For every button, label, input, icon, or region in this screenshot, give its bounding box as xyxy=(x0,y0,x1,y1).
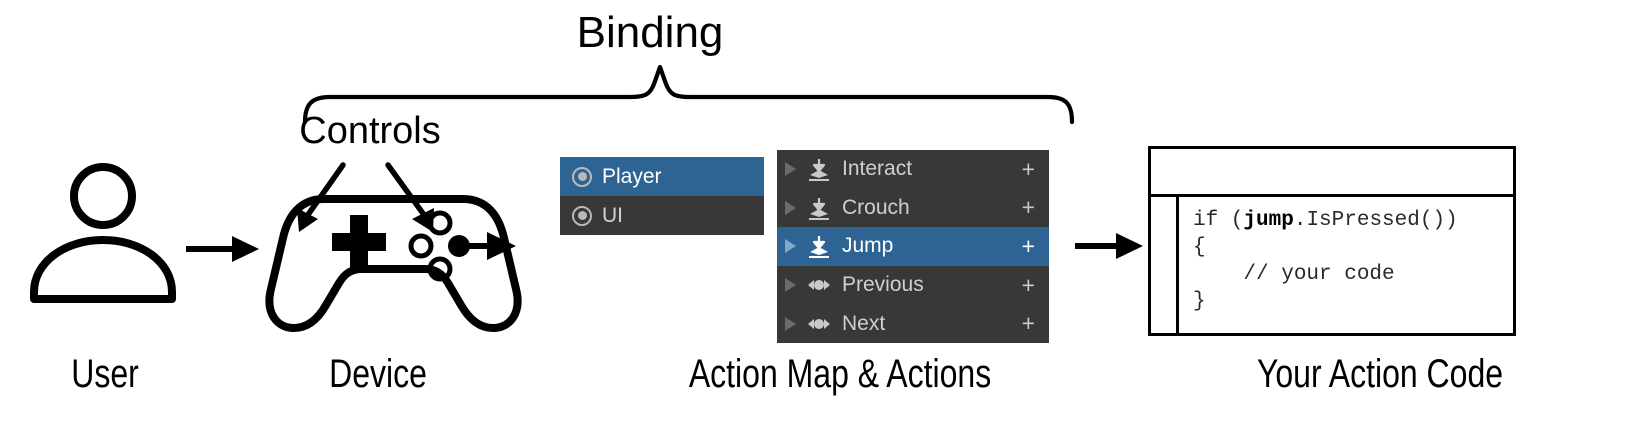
action-label: Jump xyxy=(842,234,894,258)
caption-user: User xyxy=(71,352,139,396)
binding-label: Binding xyxy=(576,8,724,57)
action-map-label: Player xyxy=(602,164,662,188)
record-circle-icon xyxy=(572,166,592,187)
code-window: if (jump.IsPressed()) { // your code } xyxy=(1148,146,1516,336)
action-label: Next xyxy=(842,311,886,335)
add-binding-button[interactable]: + xyxy=(1021,155,1035,182)
code-text[interactable]: if (jump.IsPressed()) { // your code } xyxy=(1179,197,1513,333)
chevron-right-icon[interactable] xyxy=(785,316,796,331)
action-row-next[interactable]: Next + xyxy=(777,304,1049,343)
chevron-right-icon[interactable] xyxy=(785,278,796,293)
action-label: Crouch xyxy=(842,195,910,219)
code-window-body: if (jump.IsPressed()) { // your code } xyxy=(1151,197,1513,333)
actions-panel: Interact + Crouch + Jump + xyxy=(777,150,1049,343)
code-line-1-prefix: if ( xyxy=(1193,209,1244,232)
action-map-panel: Player UI xyxy=(560,157,764,235)
action-row-previous[interactable]: Previous + xyxy=(777,266,1049,305)
caption-action-map: Action Map & Actions xyxy=(688,352,992,396)
chevron-right-icon[interactable] xyxy=(785,200,796,215)
add-binding-button[interactable]: + xyxy=(1021,271,1035,298)
code-line-3: // your code xyxy=(1193,263,1395,286)
action-label: Previous xyxy=(842,273,924,297)
caption-device: Device xyxy=(329,352,427,396)
chevron-right-icon[interactable] xyxy=(785,239,796,254)
record-circle-icon xyxy=(572,205,592,226)
code-line-2: { xyxy=(1193,236,1206,259)
caption-your-action-code: Your Action Code xyxy=(1256,352,1504,396)
action-map-row-player[interactable]: Player xyxy=(560,157,764,196)
arrow-right-icon-2 xyxy=(459,232,516,260)
action-row-interact[interactable]: Interact + xyxy=(777,150,1049,189)
add-binding-button[interactable]: + xyxy=(1021,232,1035,259)
add-binding-button[interactable]: + xyxy=(1021,310,1035,337)
action-map-label: UI xyxy=(602,203,623,227)
code-line-4: } xyxy=(1193,290,1206,313)
arrow-diagonal-icon-left xyxy=(297,162,346,232)
code-line-1-identifier: jump xyxy=(1243,209,1294,232)
controls-label: Controls xyxy=(299,110,441,152)
button-press-icon xyxy=(809,197,829,220)
gamepad-icon xyxy=(265,195,522,332)
code-line-1-suffix: .IsPressed()) xyxy=(1293,209,1458,232)
arrow-right-icon-1 xyxy=(186,236,259,262)
action-map-row-ui[interactable]: UI xyxy=(560,196,764,235)
action-row-crouch[interactable]: Crouch + xyxy=(777,189,1049,228)
action-row-jump[interactable]: Jump + xyxy=(777,227,1049,266)
action-label: Interact xyxy=(842,157,913,181)
chevron-right-icon[interactable] xyxy=(785,162,796,177)
add-binding-button[interactable]: + xyxy=(1021,194,1035,221)
person-icon xyxy=(30,163,176,303)
code-gutter xyxy=(1151,197,1179,333)
button-press-icon xyxy=(809,236,829,259)
arrow-diagonal-icon-right xyxy=(385,162,434,232)
axis-1d-icon xyxy=(808,280,830,291)
axis-1d-icon xyxy=(808,318,830,329)
code-window-titlebar xyxy=(1151,149,1513,197)
button-press-icon xyxy=(809,159,829,182)
arrow-right-icon-3 xyxy=(1075,233,1143,259)
